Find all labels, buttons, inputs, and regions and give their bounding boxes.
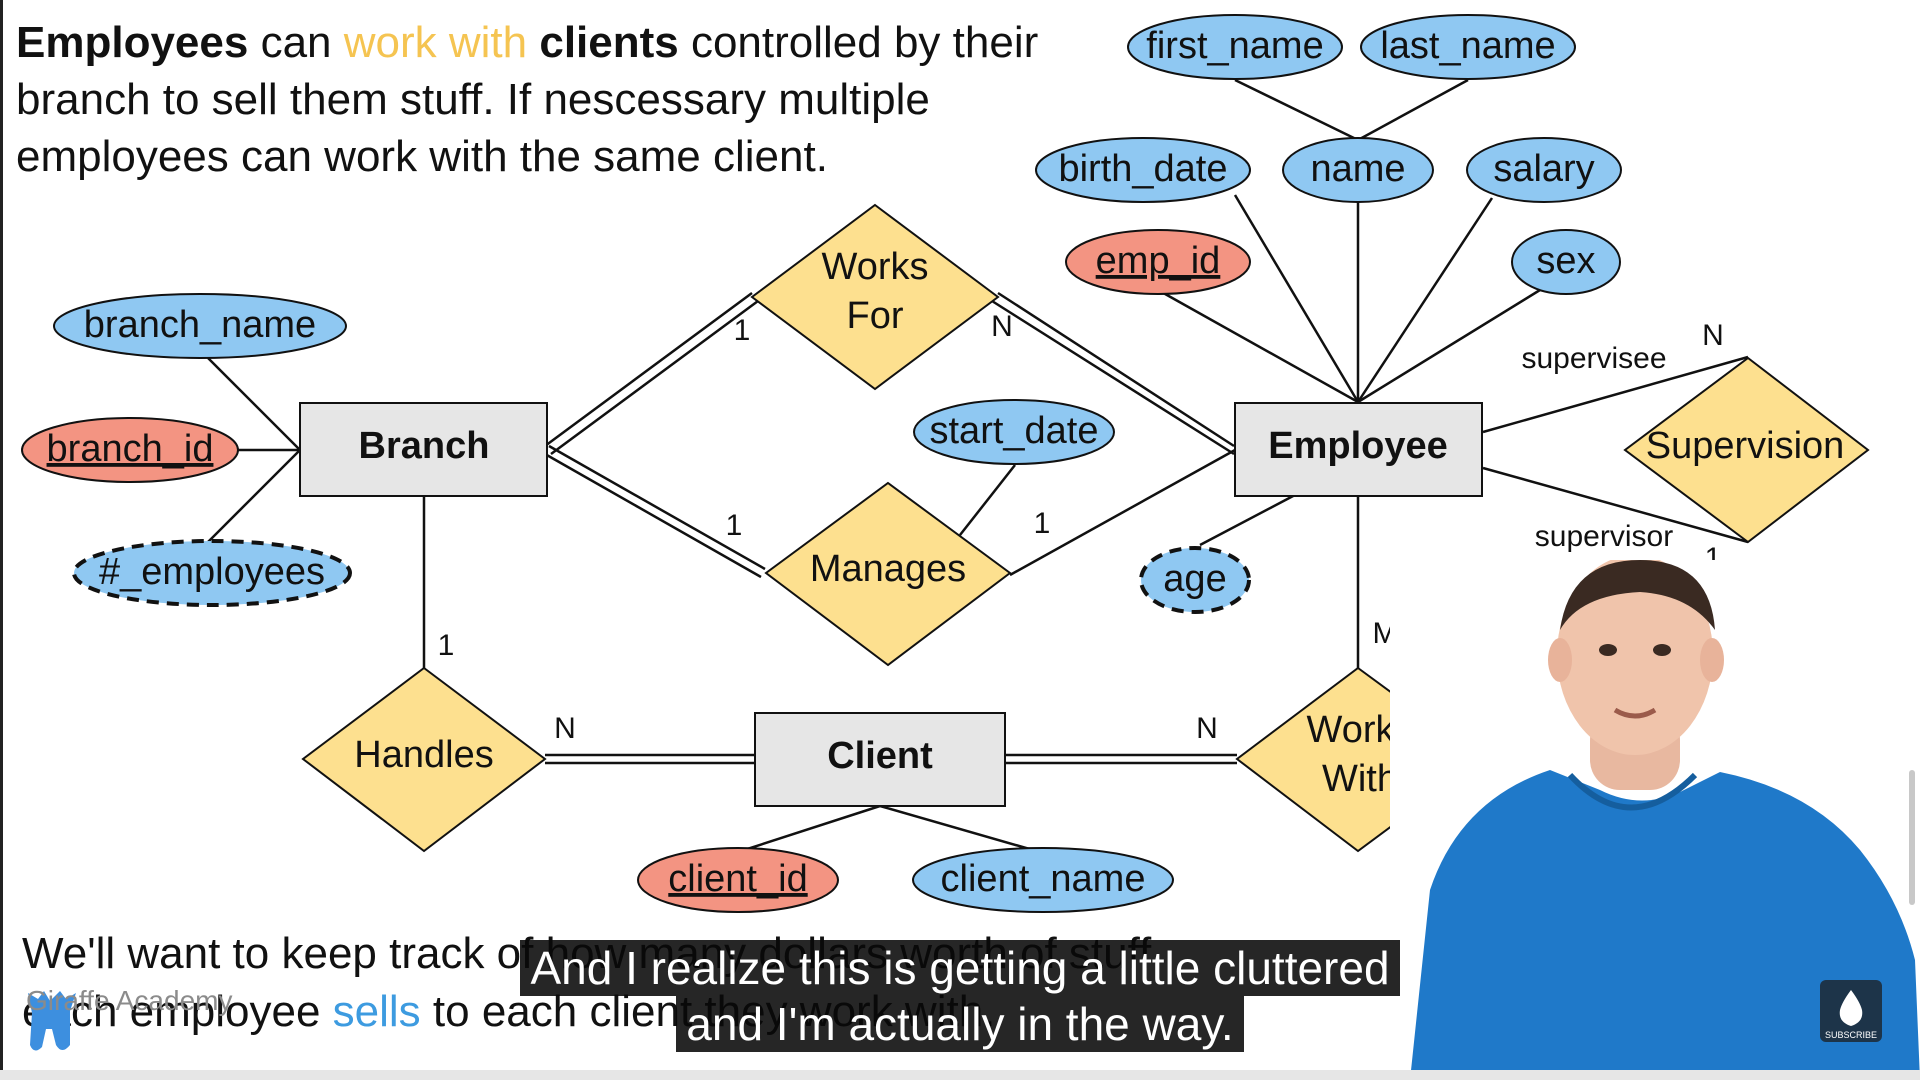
card-works-for-branch: 1: [734, 314, 751, 347]
card-handles-client: N: [554, 712, 576, 745]
outro-sells-highlight: sells: [332, 987, 421, 1036]
entity-employee: Employee: [1234, 402, 1483, 497]
attr-branch-id-key: branch_id: [21, 417, 239, 483]
attr-birth-date: birth_date: [1035, 137, 1251, 203]
intro-text: can: [248, 18, 344, 67]
subscribe-button[interactable]: SUBSCRIBE: [1820, 980, 1882, 1042]
works-for-label-2: For: [847, 295, 904, 337]
attr-emp-id-key: emp_id: [1065, 229, 1251, 295]
flame-icon: [1839, 990, 1863, 1026]
giraffe-logo-icon: [28, 991, 76, 1051]
attr-num-employees-derived: #_employees: [72, 539, 352, 607]
subtitle-line-1: And I realize this is getting a little c…: [520, 940, 1400, 996]
intro-text-end: controlled by their: [678, 18, 1039, 67]
attr-num-employees-label: #_employees: [99, 551, 325, 593]
bottom-bar: [0, 1070, 1920, 1080]
relationship-works-for: Works For: [750, 203, 1000, 391]
attr-branch-name-label: branch_name: [84, 304, 316, 346]
intro-line-2: branch to sell them stuff. If nescessary…: [16, 75, 930, 124]
intro-paragraph: Employees can work with clients controll…: [16, 14, 1038, 185]
attr-salary: salary: [1466, 137, 1622, 203]
outro-text: each employee: [22, 987, 333, 1036]
video-subtitles: And I realize this is getting a little c…: [0, 940, 1920, 1052]
role-labels: supervisee supervisor: [1521, 342, 1673, 553]
attr-client-name-label: client_name: [941, 858, 1146, 900]
role-supervisor: supervisor: [1535, 520, 1673, 553]
attr-start-date: start_date: [913, 399, 1115, 465]
intro-line-3: employees can work with the same client.: [16, 132, 828, 181]
attr-client-name: client_name: [912, 847, 1174, 913]
card-branch-handles: 1: [438, 629, 455, 662]
double-connector-lines: [544, 291, 1237, 765]
manages-label: Manages: [810, 548, 966, 590]
attr-emp-id-label: emp_id: [1096, 240, 1221, 282]
attr-branch-id-label: branch_id: [47, 428, 214, 470]
subscribe-label: SUBSCRIBE: [1825, 1030, 1877, 1040]
subtitle-line-2: and I'm actually in the way.: [676, 996, 1244, 1052]
attr-first-name-label: first_name: [1146, 25, 1323, 67]
attr-name-label: name: [1310, 148, 1405, 190]
attr-age-derived: age: [1139, 546, 1251, 614]
card-manages-branch: 1: [726, 509, 743, 542]
left-edge-rule: [0, 0, 3, 1080]
works-with-label-2: With: [1322, 758, 1398, 800]
attr-branch-name: branch_name: [53, 293, 347, 359]
attr-start-date-label: start_date: [930, 410, 1099, 452]
entity-branch: Branch: [299, 402, 548, 497]
attr-name: name: [1282, 137, 1434, 203]
entity-client-label: Client: [827, 735, 933, 777]
card-works-with-client: N: [1196, 712, 1218, 745]
channel-watermark: Giraffe Academy: [26, 985, 233, 1016]
entity-employee-label: Employee: [1268, 425, 1448, 467]
relationship-supervision: Supervision: [1623, 356, 1870, 544]
card-works-for-employee: N: [991, 310, 1013, 343]
attr-first-name: first_name: [1127, 14, 1343, 80]
relationship-manages: Manages: [764, 481, 1012, 667]
supervision-label: Supervision: [1646, 425, 1845, 467]
attr-last-name: last_name: [1360, 14, 1576, 80]
attr-client-id-label: client_id: [668, 858, 807, 900]
intro-clients-bold: clients: [539, 18, 679, 67]
attr-salary-label: salary: [1493, 148, 1594, 190]
works-for-label-1: Works: [822, 246, 929, 288]
intro-work-with-highlight: work with: [343, 18, 528, 67]
relationship-handles: Handles: [301, 666, 547, 853]
card-manages-employee: 1: [1034, 507, 1051, 540]
entity-branch-label: Branch: [359, 425, 490, 467]
intro-employees-bold: Employees: [16, 18, 249, 67]
scrollbar-thumb[interactable]: [1909, 770, 1915, 905]
intro-line-1: Employees can work with clients controll…: [16, 14, 1038, 71]
handles-label: Handles: [354, 734, 493, 776]
role-supervisee: supervisee: [1521, 342, 1666, 375]
attr-last-name-label: last_name: [1380, 25, 1555, 67]
attr-birth-date-label: birth_date: [1058, 148, 1227, 190]
cardinality-labels: 1 N 1 1 N 1 1 N N M: [438, 310, 1724, 745]
entity-client: Client: [754, 712, 1006, 807]
attr-age-label: age: [1163, 558, 1226, 600]
attr-sex: sex: [1511, 229, 1621, 295]
attr-client-id-key: client_id: [637, 847, 839, 913]
card-supervisee: N: [1702, 319, 1724, 352]
attr-sex-label: sex: [1536, 240, 1595, 282]
